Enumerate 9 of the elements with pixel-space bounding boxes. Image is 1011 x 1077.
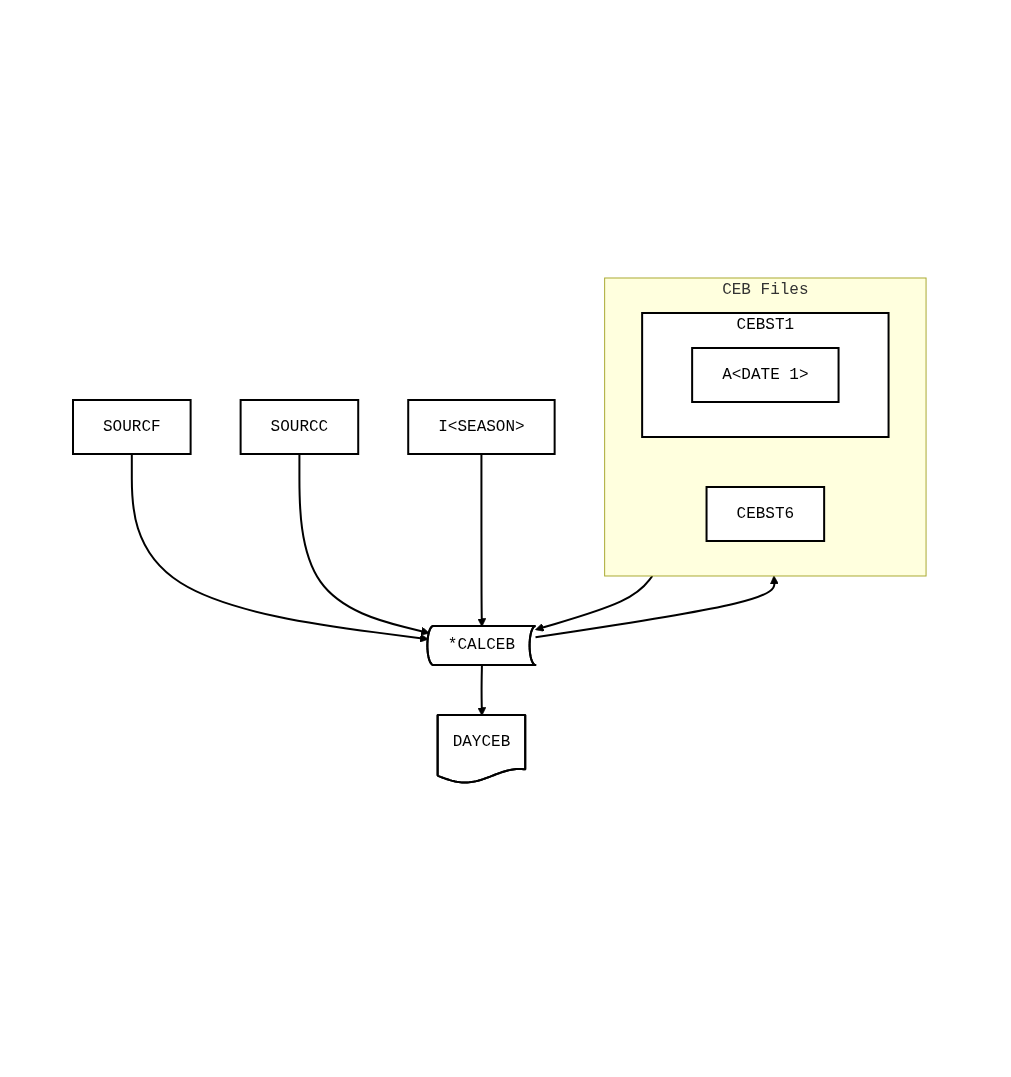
arrow: [535, 574, 654, 632]
arrow: [298, 452, 431, 636]
node-box: CEBST6: [706, 485, 826, 542]
node-box: I<SEASON>: [407, 398, 557, 455]
node-box: SOURCF: [72, 398, 193, 455]
arrow: [534, 575, 780, 639]
arrow: [131, 452, 430, 643]
node-box: SOURCC: [240, 398, 360, 455]
node-box: A<DATE 1>: [691, 346, 841, 403]
